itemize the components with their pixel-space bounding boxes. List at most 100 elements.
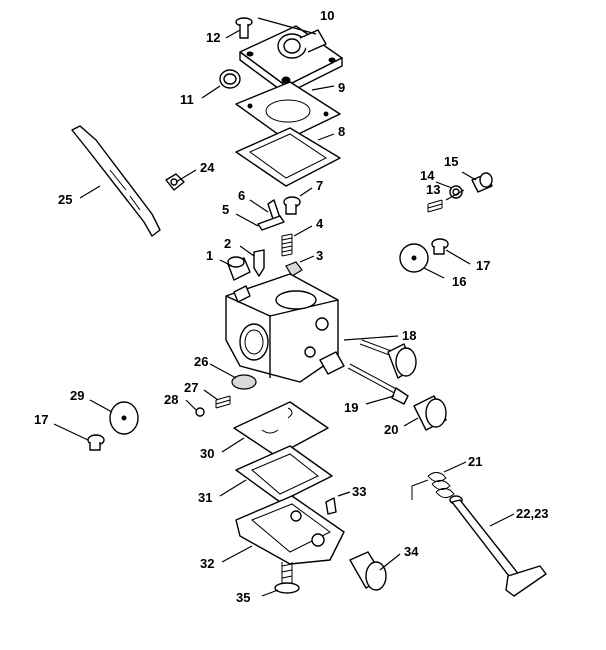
leader-11 xyxy=(201,85,221,99)
leader-17-right xyxy=(445,249,471,265)
part-adjusting-screw-19 xyxy=(347,363,409,405)
callout-7: 7 xyxy=(316,178,323,193)
callout-31: 31 xyxy=(198,490,212,505)
leader-26 xyxy=(209,363,237,379)
leader-1 xyxy=(219,259,233,267)
leader-6 xyxy=(249,199,269,213)
leader-29 xyxy=(89,399,113,413)
callout-6: 6 xyxy=(238,188,245,203)
leader-10 xyxy=(257,17,317,35)
callout-21: 21 xyxy=(468,454,482,469)
part-choke-shaft-22-23 xyxy=(449,495,547,597)
callout-17-right: 17 xyxy=(476,258,490,273)
part-screw-35 xyxy=(274,562,300,594)
callout-19: 19 xyxy=(344,400,358,415)
part-adjusting-screw-34 xyxy=(349,551,387,591)
leader-18 xyxy=(343,335,399,341)
part-torsion-spring-21 xyxy=(411,472,455,500)
leader-15 xyxy=(461,171,477,181)
callout-12: 12 xyxy=(206,30,220,45)
part-cap-20 xyxy=(413,395,447,431)
leader-4 xyxy=(293,225,313,237)
part-gasket-8 xyxy=(235,127,341,187)
part-diaphragm-cover-32 xyxy=(235,495,345,565)
part-spring-13 xyxy=(427,199,443,213)
callout-22-23: 22,23 xyxy=(516,506,549,521)
part-washer-14 xyxy=(449,185,463,199)
callout-2: 2 xyxy=(224,236,231,251)
leader-28 xyxy=(185,399,197,411)
part-filter-screen-26 xyxy=(231,374,257,390)
callout-4: 4 xyxy=(316,216,324,231)
part-plug-33 xyxy=(325,497,337,515)
leader-17-left xyxy=(53,423,89,441)
leader-33 xyxy=(337,491,351,497)
leader-2 xyxy=(239,245,255,257)
callout-15: 15 xyxy=(444,154,458,169)
callout-32: 32 xyxy=(200,556,214,571)
part-pump-cover xyxy=(239,25,343,95)
part-ball-28 xyxy=(195,407,205,417)
leader-7 xyxy=(299,187,313,197)
leader-8 xyxy=(317,133,335,141)
part-o-ring-11 xyxy=(219,69,241,89)
leader-12 xyxy=(225,29,241,39)
callout-26: 26 xyxy=(194,354,208,369)
part-disc-29 xyxy=(109,401,139,435)
callout-27: 27 xyxy=(184,380,198,395)
callout-30: 30 xyxy=(200,446,214,461)
leader-13 xyxy=(445,189,465,201)
leader-27 xyxy=(203,389,219,401)
callout-20: 20 xyxy=(384,422,398,437)
part-cap-15 xyxy=(471,172,493,193)
callout-35: 35 xyxy=(236,590,250,605)
callout-33: 33 xyxy=(352,484,366,499)
leader-34 xyxy=(379,553,401,571)
leader-25 xyxy=(79,185,101,199)
leader-21 xyxy=(443,461,467,473)
part-disc-16 xyxy=(399,243,429,273)
callout-labels: 10 12 11 9 8 24 25 6 7 5 4 2 1 3 13 14 1… xyxy=(34,8,549,605)
callout-14: 14 xyxy=(420,168,435,183)
leader-5 xyxy=(235,213,259,227)
callout-34: 34 xyxy=(404,544,419,559)
leader-20 xyxy=(403,417,419,427)
part-spring-27 xyxy=(215,395,231,409)
callout-13: 13 xyxy=(426,182,440,197)
leader-19 xyxy=(365,395,395,405)
leader-30 xyxy=(221,437,245,453)
part-screw-17-left xyxy=(87,434,105,451)
callout-10: 10 xyxy=(320,8,334,23)
part-throttle-shaft-25 xyxy=(71,125,161,237)
part-lever-5 xyxy=(257,215,285,231)
callout-1: 1 xyxy=(206,248,213,263)
callout-9: 9 xyxy=(338,80,345,95)
part-screw-12 xyxy=(235,17,253,39)
callout-28: 28 xyxy=(164,392,178,407)
leader-9 xyxy=(311,85,335,91)
callout-17-left: 17 xyxy=(34,412,48,427)
part-screw-7 xyxy=(283,196,301,215)
callout-8: 8 xyxy=(338,124,345,139)
leader-35 xyxy=(261,589,279,597)
part-plug-1 xyxy=(227,256,251,281)
part-carburetor-body xyxy=(225,273,345,383)
leader-22-23 xyxy=(489,513,515,527)
callout-5: 5 xyxy=(222,202,229,217)
callout-24: 24 xyxy=(200,160,215,175)
leader-3 xyxy=(299,255,315,263)
callout-29: 29 xyxy=(70,388,84,403)
leader-16 xyxy=(423,267,445,279)
leader-24 xyxy=(175,169,197,183)
callout-11: 11 xyxy=(180,92,194,107)
leader-31 xyxy=(219,479,247,497)
part-spring-4 xyxy=(281,233,293,257)
part-clip-24 xyxy=(165,173,185,191)
part-screw-17-right xyxy=(431,238,449,255)
leader-14 xyxy=(435,181,453,189)
callout-leaders xyxy=(53,17,515,597)
leader-32 xyxy=(221,545,253,563)
callout-16: 16 xyxy=(452,274,466,289)
part-diaphragm-30 xyxy=(233,401,329,457)
